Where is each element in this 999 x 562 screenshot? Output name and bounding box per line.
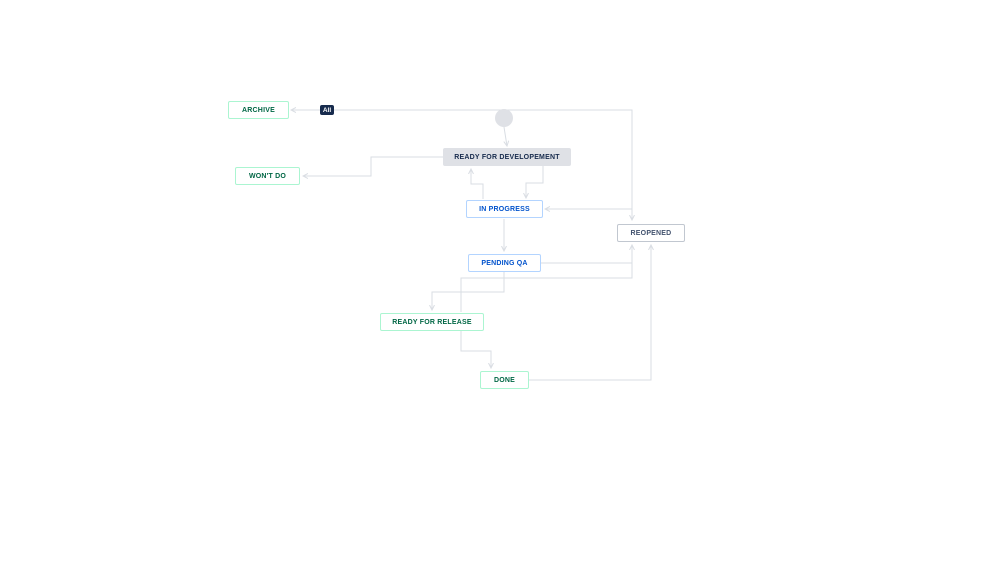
- transition-back-to-ready[interactable]: [471, 169, 484, 199]
- status-ready-for-development[interactable]: READY FOR DEVELOPEMENT: [443, 148, 571, 166]
- status-reopened[interactable]: REOPENED: [617, 224, 685, 242]
- transition-release-to-reopened[interactable]: [460, 263, 633, 312]
- status-done[interactable]: DONE: [480, 371, 529, 389]
- transition-qa-passed[interactable]: [432, 272, 505, 310]
- status-wont-do[interactable]: WON'T DO: [235, 167, 300, 185]
- status-in-progress[interactable]: IN PROGRESS: [466, 200, 543, 218]
- all-transitions-badge[interactable]: All: [320, 105, 334, 115]
- transition-qa-failed[interactable]: [541, 245, 632, 264]
- transition-to-wont-do[interactable]: [303, 156, 443, 176]
- transition-done-to-reopened[interactable]: [529, 245, 651, 381]
- status-ready-for-release[interactable]: READY FOR RELEASE: [380, 313, 484, 331]
- status-pending-qa[interactable]: PENDING QA: [468, 254, 541, 272]
- transition-all-to-reopened[interactable]: [334, 109, 632, 220]
- transition-start-progress[interactable]: [526, 166, 544, 198]
- transition-to-done[interactable]: [460, 331, 491, 368]
- status-archive[interactable]: ARCHIVE: [228, 101, 289, 119]
- start-node: [495, 109, 513, 127]
- transition-create[interactable]: [504, 126, 507, 146]
